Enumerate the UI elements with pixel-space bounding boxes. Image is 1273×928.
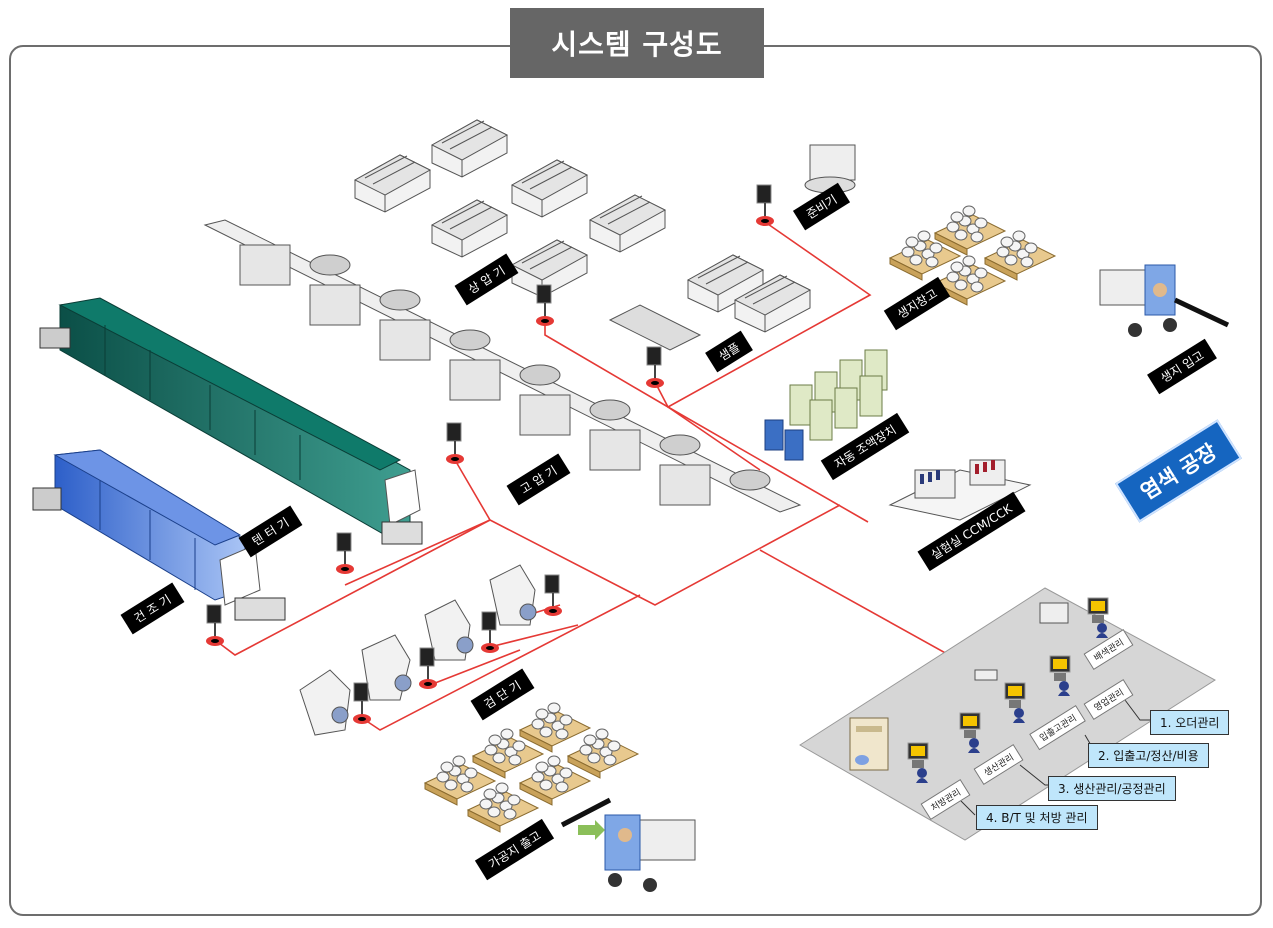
shipping-pallets [424, 702, 639, 833]
inspection-machines [299, 564, 537, 736]
page-title: 시스템 구성도 [510, 8, 764, 78]
module-warehouse-billing: 2. 입출고/정산/비용 [1088, 743, 1209, 768]
tenter-machine [39, 297, 423, 545]
high-pressure-line [203, 219, 802, 513]
module-bt-recipe: 4. B/T 및 처방 관리 [976, 805, 1098, 830]
forklift-icon [560, 797, 696, 892]
auto-dispenser [764, 349, 888, 461]
server-icon [849, 717, 889, 771]
prep-machine [804, 144, 856, 194]
module-production-process: 3. 생산관리/공정관리 [1048, 776, 1176, 801]
forklift-icon [1099, 264, 1230, 337]
sample-machines [608, 254, 811, 351]
dryer-machine [32, 449, 286, 621]
module-order-mgmt: 1. 오더관리 [1150, 710, 1230, 735]
lab-bench [888, 459, 1032, 521]
network-switch-icon [974, 669, 998, 681]
